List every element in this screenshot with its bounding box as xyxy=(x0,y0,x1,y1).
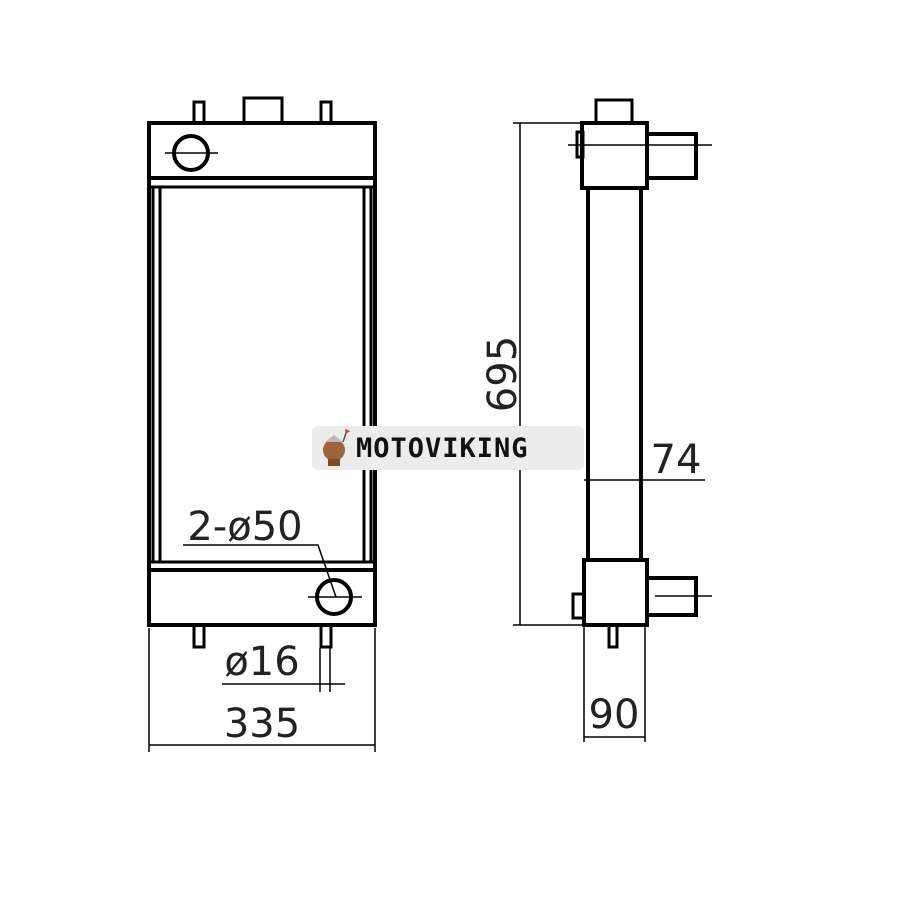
side-bottom-tank xyxy=(582,558,649,627)
brand-name: MOTOVIKING xyxy=(356,432,529,464)
front-view xyxy=(147,96,377,649)
viking-mascot-icon xyxy=(323,429,350,466)
pipe-diameter-label: 2-ø50 xyxy=(187,504,302,550)
front-dimension-lines xyxy=(148,544,376,752)
width-dimension-label: 335 xyxy=(224,701,300,747)
height-dimension-label: 695 xyxy=(480,336,526,412)
filler-neck xyxy=(242,96,284,125)
side-top-tank xyxy=(580,121,649,190)
stud-diameter-label: ø16 xyxy=(224,639,299,685)
side-view xyxy=(571,98,698,649)
side-dimension-lines xyxy=(513,122,712,742)
core-depth-label: 74 xyxy=(651,437,702,483)
depth-dimension-label: 90 xyxy=(589,692,640,738)
brand-watermark: MOTOVIKING xyxy=(312,426,584,470)
